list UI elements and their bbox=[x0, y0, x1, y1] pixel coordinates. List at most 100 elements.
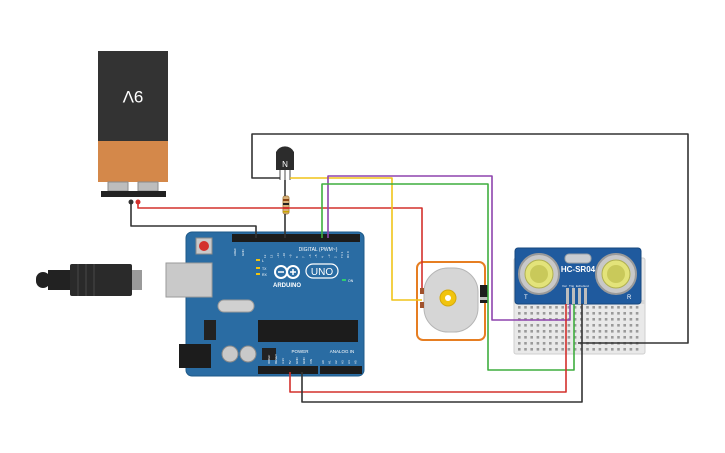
breadboard-hole[interactable] bbox=[617, 306, 620, 309]
breadboard-hole[interactable] bbox=[635, 336, 639, 339]
usb-cable[interactable] bbox=[36, 264, 142, 296]
breadboard-hole[interactable] bbox=[561, 348, 564, 351]
breadboard-hole[interactable] bbox=[518, 348, 521, 351]
breadboard-hole[interactable] bbox=[586, 330, 589, 333]
breadboard-hole[interactable] bbox=[598, 312, 602, 315]
breadboard-hole[interactable] bbox=[518, 336, 521, 339]
breadboard-hole[interactable] bbox=[604, 324, 608, 327]
breadboard-hole[interactable] bbox=[604, 330, 608, 333]
breadboard-hole[interactable] bbox=[598, 306, 602, 309]
breadboard-hole[interactable] bbox=[586, 318, 589, 321]
breadboard-hole[interactable] bbox=[629, 318, 633, 321]
breadboard-hole[interactable] bbox=[549, 324, 552, 327]
breadboard-hole[interactable] bbox=[573, 318, 577, 321]
breadboard-hole[interactable] bbox=[524, 330, 527, 333]
breadboard-hole[interactable] bbox=[530, 312, 533, 315]
breadboard-hole[interactable] bbox=[635, 324, 639, 327]
breadboard-hole[interactable] bbox=[536, 306, 540, 309]
resistor[interactable] bbox=[282, 195, 290, 215]
breadboard-hole[interactable] bbox=[561, 306, 564, 309]
breadboard-hole[interactable] bbox=[635, 330, 639, 333]
breadboard-hole[interactable] bbox=[536, 330, 540, 333]
breadboard-hole[interactable] bbox=[561, 336, 564, 339]
wire-echo[interactable] bbox=[321, 183, 575, 371]
breadboard-hole[interactable] bbox=[542, 348, 546, 351]
breadboard-hole[interactable] bbox=[524, 324, 527, 327]
breadboard-hole[interactable] bbox=[542, 330, 546, 333]
breadboard-hole[interactable] bbox=[592, 306, 595, 309]
breadboard-hole[interactable] bbox=[549, 306, 552, 309]
breadboard-hole[interactable] bbox=[629, 306, 633, 309]
breadboard-hole[interactable] bbox=[611, 336, 614, 339]
breadboard-hole[interactable] bbox=[598, 336, 602, 339]
breadboard-hole[interactable] bbox=[623, 306, 626, 309]
breadboard-hole[interactable] bbox=[530, 324, 533, 327]
breadboard-hole[interactable] bbox=[611, 318, 614, 321]
breadboard-hole[interactable] bbox=[536, 348, 540, 351]
arduino-usb-port[interactable] bbox=[165, 262, 213, 298]
breadboard-hole[interactable] bbox=[536, 342, 540, 345]
breadboard-hole[interactable] bbox=[530, 336, 533, 339]
breadboard-hole[interactable] bbox=[561, 342, 564, 345]
breadboard-hole[interactable] bbox=[598, 330, 602, 333]
breadboard-hole[interactable] bbox=[518, 306, 521, 309]
breadboard-hole[interactable] bbox=[555, 312, 558, 315]
breadboard-hole[interactable] bbox=[617, 312, 620, 315]
breadboard-hole[interactable] bbox=[561, 324, 564, 327]
breadboard-hole[interactable] bbox=[623, 312, 626, 315]
breadboard-hole[interactable] bbox=[617, 324, 620, 327]
breadboard-hole[interactable] bbox=[524, 336, 527, 339]
breadboard-hole[interactable] bbox=[549, 312, 552, 315]
breadboard-hole[interactable] bbox=[598, 318, 602, 321]
breadboard-hole[interactable] bbox=[561, 312, 564, 315]
breadboard-hole[interactable] bbox=[555, 306, 558, 309]
breadboard-hole[interactable] bbox=[586, 306, 589, 309]
breadboard-hole[interactable] bbox=[573, 330, 577, 333]
breadboard-hole[interactable] bbox=[518, 324, 521, 327]
breadboard-hole[interactable] bbox=[567, 306, 571, 309]
wire-5v[interactable] bbox=[289, 304, 567, 393]
breadboard-hole[interactable] bbox=[542, 312, 546, 315]
breadboard-hole[interactable] bbox=[555, 336, 558, 339]
breadboard-hole[interactable] bbox=[623, 336, 626, 339]
breadboard-hole[interactable] bbox=[555, 342, 558, 345]
wire-trig[interactable] bbox=[327, 175, 571, 321]
arduino-reset-button[interactable] bbox=[199, 241, 209, 251]
breadboard-hole[interactable] bbox=[617, 336, 620, 339]
breadboard-hole[interactable] bbox=[530, 342, 533, 345]
breadboard-hole[interactable] bbox=[542, 306, 546, 309]
breadboard-hole[interactable] bbox=[573, 324, 577, 327]
arduino-power-jack[interactable] bbox=[179, 344, 211, 368]
breadboard-hole[interactable] bbox=[586, 324, 589, 327]
breadboard-hole[interactable] bbox=[611, 306, 614, 309]
breadboard-hole[interactable] bbox=[536, 324, 540, 327]
breadboard-hole[interactable] bbox=[524, 306, 527, 309]
wire-gnd[interactable] bbox=[301, 304, 583, 403]
breadboard-hole[interactable] bbox=[586, 348, 589, 351]
breadboard-hole[interactable] bbox=[635, 348, 639, 351]
breadboard-hole[interactable] bbox=[567, 342, 571, 345]
breadboard-hole[interactable] bbox=[592, 324, 595, 327]
arduino-power-header[interactable] bbox=[258, 366, 318, 374]
diode[interactable] bbox=[480, 285, 488, 303]
breadboard-hole[interactable] bbox=[586, 336, 589, 339]
breadboard-hole[interactable] bbox=[604, 348, 608, 351]
breadboard-hole[interactable] bbox=[573, 342, 577, 345]
battery-9v[interactable]: 9V bbox=[98, 51, 168, 205]
breadboard-hole[interactable] bbox=[555, 324, 558, 327]
breadboard-hole[interactable] bbox=[604, 336, 608, 339]
breadboard-hole[interactable] bbox=[573, 348, 577, 351]
arduino-digital-header[interactable] bbox=[232, 234, 360, 242]
breadboard-hole[interactable] bbox=[549, 348, 552, 351]
breadboard-hole[interactable] bbox=[542, 324, 546, 327]
breadboard-hole[interactable] bbox=[536, 312, 540, 315]
breadboard-hole[interactable] bbox=[530, 348, 533, 351]
breadboard-hole[interactable] bbox=[586, 312, 589, 315]
breadboard-hole[interactable] bbox=[524, 312, 527, 315]
ultrasonic-sensor[interactable]: HC-SR04 T R Vcc Trig Echo Gnd bbox=[514, 247, 642, 305]
breadboard-hole[interactable] bbox=[549, 336, 552, 339]
breadboard-hole[interactable] bbox=[629, 324, 633, 327]
breadboard-hole[interactable] bbox=[629, 348, 633, 351]
breadboard-hole[interactable] bbox=[604, 318, 608, 321]
breadboard-hole[interactable] bbox=[561, 330, 564, 333]
